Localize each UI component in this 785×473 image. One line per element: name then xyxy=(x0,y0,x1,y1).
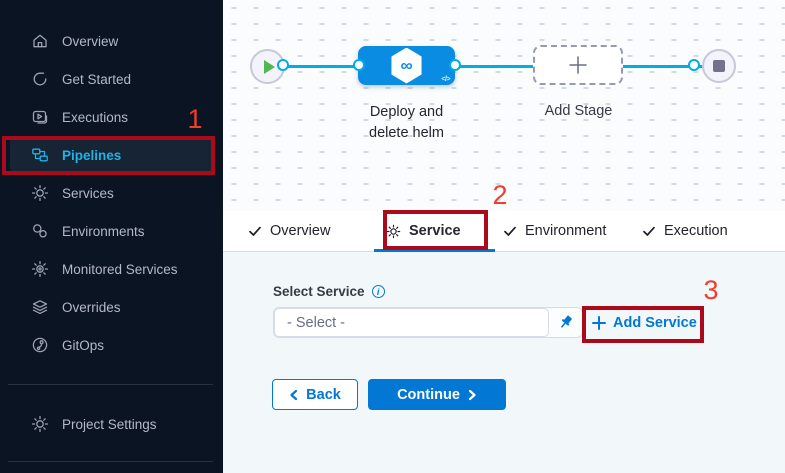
add-stage-button[interactable] xyxy=(533,45,623,85)
sidebar-item-get-started[interactable]: Get Started xyxy=(10,62,213,96)
edge-port xyxy=(353,59,365,71)
service-select-group: - Select - xyxy=(273,307,583,338)
sidebar-item-overview[interactable]: Overview xyxy=(10,24,213,58)
pipeline-end-node[interactable] xyxy=(702,49,736,83)
add-stage-label: Add Stage xyxy=(544,103,613,119)
tab-environment[interactable]: Environment xyxy=(503,211,606,251)
service-tab-panel: Select Service - Select - Add Service Ba… xyxy=(223,252,785,473)
stage-name-line2: delete helm xyxy=(369,125,444,141)
sidebar-item-label: Project Settings xyxy=(62,416,157,432)
sidebar-divider xyxy=(8,384,213,385)
pin-icon[interactable] xyxy=(549,308,582,337)
sidebar: Overview Get Started Executions Pipeline… xyxy=(0,0,223,473)
get-started-icon xyxy=(33,72,47,86)
cd-hexagon-icon xyxy=(391,47,422,84)
services-gear-icon xyxy=(31,184,49,202)
home-icon xyxy=(33,34,47,48)
sidebar-item-project-settings[interactable]: Project Settings xyxy=(10,407,213,441)
edge-port xyxy=(277,59,289,71)
sidebar-item-label: Overview xyxy=(62,33,119,49)
sidebar-divider xyxy=(8,461,213,462)
back-button-label: Back xyxy=(306,386,341,403)
tab-label: Overview xyxy=(270,223,331,239)
tab-label: Environment xyxy=(525,223,607,239)
tab-label: Service xyxy=(409,223,461,239)
tab-service[interactable]: Service xyxy=(386,211,461,251)
sidebar-item-gitops[interactable]: GitOps xyxy=(10,328,213,362)
select-service-label-text: Select Service xyxy=(273,284,365,299)
continue-button[interactable]: Continue xyxy=(368,379,506,410)
plus-icon xyxy=(569,56,587,74)
check-icon xyxy=(504,226,516,236)
pipeline-canvas: Deploy and delete helm Add Stage xyxy=(223,0,785,211)
sidebar-item-executions[interactable]: Executions xyxy=(10,100,213,134)
edge-port xyxy=(688,59,700,71)
sidebar-item-label: Get Started xyxy=(62,71,132,87)
sidebar-item-label: Pipelines xyxy=(62,147,122,163)
pipeline-edge xyxy=(281,65,361,68)
add-service-label: Add Service xyxy=(613,314,697,331)
chevron-right-icon xyxy=(468,389,476,400)
executions-icon xyxy=(32,110,48,124)
info-icon[interactable] xyxy=(371,285,385,298)
project-settings-gear-icon xyxy=(31,415,49,433)
stage-node-deploy-and-delete-helm[interactable] xyxy=(358,46,455,85)
cd-loop-icon xyxy=(400,57,412,74)
play-icon xyxy=(264,59,275,74)
back-button[interactable]: Back xyxy=(272,379,358,410)
check-icon xyxy=(249,226,261,236)
sidebar-item-environments[interactable]: Environments xyxy=(10,214,213,248)
sidebar-item-label: Overrides xyxy=(62,299,121,315)
sidebar-item-pipelines[interactable]: Pipelines xyxy=(10,138,213,172)
tab-execution[interactable]: Execution xyxy=(642,211,728,251)
code-icon xyxy=(441,76,450,83)
add-service-button[interactable]: Add Service xyxy=(592,309,697,336)
sidebar-item-overrides[interactable]: Overrides xyxy=(10,290,213,324)
sidebar-item-label: Executions xyxy=(62,109,129,125)
plus-icon xyxy=(592,315,606,330)
sidebar-item-services[interactable]: Services xyxy=(10,176,213,210)
sidebar-item-label: Environments xyxy=(62,223,145,239)
monitored-services-icon xyxy=(31,260,49,278)
pipeline-edge xyxy=(452,65,536,68)
sidebar-item-label: Monitored Services xyxy=(62,261,178,277)
tab-overview[interactable]: Overview xyxy=(248,211,330,251)
sidebar-item-label: GitOps xyxy=(62,337,105,353)
select-service-label: Select Service xyxy=(273,284,385,299)
tab-label: Execution xyxy=(664,223,728,239)
continue-button-label: Continue xyxy=(397,386,460,403)
stage-name-line1: Deploy and xyxy=(369,104,444,120)
stop-icon xyxy=(713,60,725,72)
stage-name-label: Deploy and delete helm xyxy=(319,102,494,144)
edge-port xyxy=(449,59,461,71)
pipeline-edge xyxy=(621,65,705,68)
service-select-input[interactable]: - Select - xyxy=(274,308,549,337)
chevron-left-icon xyxy=(290,389,298,400)
stage-tabbar: Overview Service Environment Execution xyxy=(223,211,785,252)
environments-icon xyxy=(33,224,47,238)
sidebar-item-label: Services xyxy=(62,185,114,201)
gitops-icon xyxy=(32,337,48,353)
active-tab-indicator xyxy=(374,249,495,252)
overrides-layers-icon xyxy=(32,300,48,315)
sidebar-item-monitored-services[interactable]: Monitored Services xyxy=(10,252,213,286)
pipelines-icon xyxy=(32,148,48,162)
check-icon xyxy=(643,226,655,236)
gear-icon xyxy=(386,224,401,238)
